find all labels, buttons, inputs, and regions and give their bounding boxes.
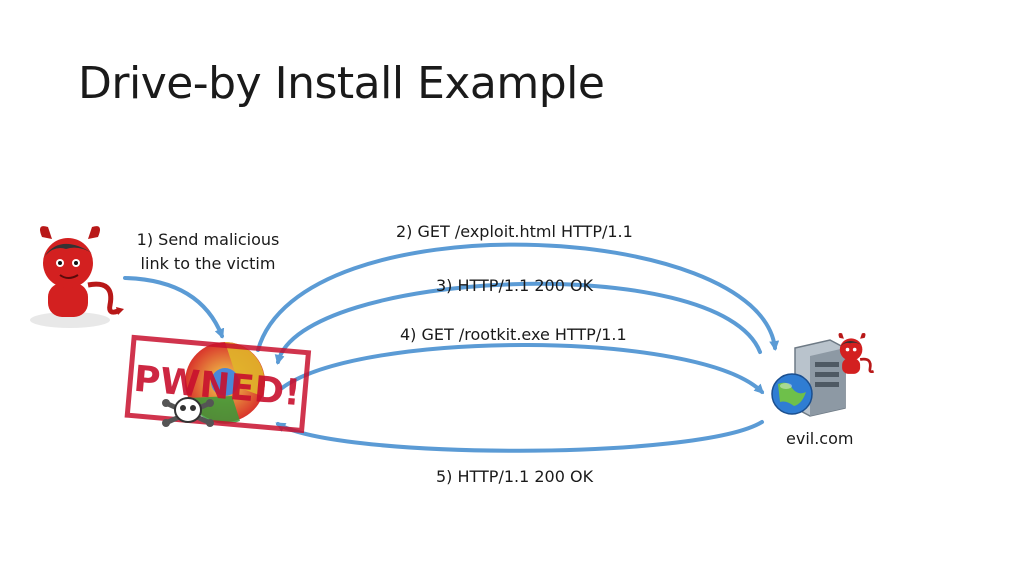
victim-browser: PWNED! (124, 334, 312, 434)
server-name-label: evil.com (786, 429, 854, 448)
arrow-step2 (256, 242, 780, 352)
step1-label: 1) Send malicious link to the victim (128, 228, 288, 276)
arrow-step4 (280, 343, 765, 395)
stamp-text: PWNED! (132, 359, 302, 414)
skull-crossbones-icon (162, 397, 214, 427)
arrow-step3 (274, 281, 762, 365)
globe-icon (771, 373, 813, 415)
step3-label: 3) HTTP/1.1 200 OK (436, 276, 594, 295)
step1-line2: link to the victim (140, 254, 276, 273)
step1-line1: 1) Send malicious (136, 230, 280, 249)
evil-server (771, 333, 875, 417)
arrow-step1 (123, 276, 225, 339)
slide-title: Drive-by Install Example (78, 58, 605, 109)
step5-label: 5) HTTP/1.1 200 OK (436, 467, 594, 486)
devil-icon (838, 333, 875, 374)
devil-icon (30, 226, 124, 328)
step4-label: 4) GET /rootkit.exe HTTP/1.1 (400, 325, 627, 344)
chrome-browser-icon (185, 342, 265, 424)
arrow-step5 (275, 420, 764, 453)
arrows (123, 242, 780, 453)
step2-label: 2) GET /exploit.html HTTP/1.1 (396, 222, 633, 241)
